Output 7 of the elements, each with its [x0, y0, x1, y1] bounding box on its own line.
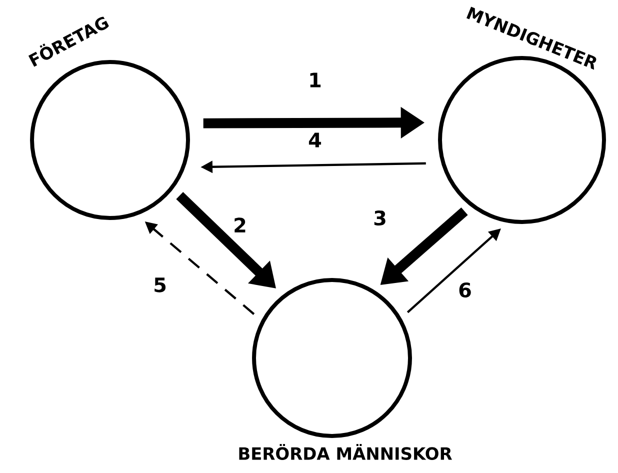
- edge-label: 6: [457, 281, 473, 298]
- edge-label: 4: [307, 132, 323, 148]
- edge-label: 1: [307, 72, 323, 88]
- node-label: BERÖRDA MÄNNISKOR: [239, 444, 452, 460]
- edge-label: 2: [232, 216, 248, 234]
- edge-label: 5: [152, 276, 168, 294]
- edge-label: 3: [372, 209, 388, 227]
